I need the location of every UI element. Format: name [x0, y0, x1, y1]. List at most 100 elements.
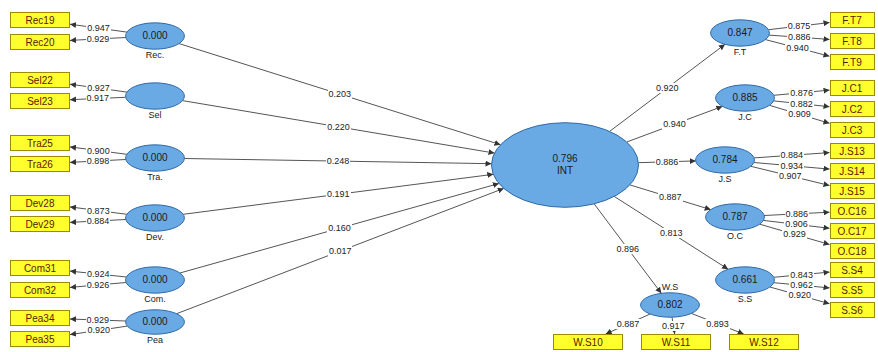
- ellipse-content: 0.802: [640, 292, 700, 318]
- indicator-name: Tra25: [27, 138, 53, 149]
- ellipse-shape: [126, 267, 185, 293]
- path-coefficient: 0.160: [327, 223, 352, 233]
- loading-value: 0.929: [86, 315, 111, 325]
- construct-name: S.S: [738, 294, 753, 304]
- construct-name: Com.: [144, 294, 166, 304]
- path-coefficient: 0.886: [655, 157, 680, 167]
- ellipse-content: 0.847: [710, 19, 770, 47]
- ellipse-shape: [641, 293, 700, 317]
- indicator-box: J.C3: [830, 122, 875, 138]
- loading-value: 0.940: [785, 43, 810, 53]
- indicator-box: O.C17: [830, 223, 875, 239]
- r-squared-value: 0.000: [142, 30, 167, 42]
- construct-name: Tra.: [147, 172, 163, 182]
- construct-ellipse: 0.796INT: [490, 120, 640, 210]
- ellipse-content: 0.000: [125, 204, 185, 232]
- indicator-box: Dev28: [10, 195, 70, 211]
- loading-value: 0.884: [780, 150, 805, 160]
- ellipse-content: [125, 82, 185, 110]
- indicator-box: Com32: [10, 282, 70, 298]
- r-squared-value: 0.000: [142, 274, 167, 286]
- path-coefficient: 0.220: [326, 122, 351, 132]
- construct-name: W.S: [662, 282, 679, 292]
- path-arrow: [610, 44, 725, 131]
- loading-value: 0.875: [787, 21, 812, 31]
- ellipse-content: 0.885: [715, 84, 775, 112]
- r-squared-value: 0.661: [732, 274, 757, 286]
- indicator-name: J.C1: [842, 83, 863, 94]
- indicator-name: J.S14: [839, 166, 865, 177]
- construct-name: O.C: [727, 231, 743, 241]
- path-coefficient: 0.813: [659, 228, 684, 238]
- r-squared-value: 0.885: [732, 92, 757, 104]
- indicator-name: S.S6: [841, 305, 863, 316]
- loading-value: 0.843: [789, 270, 814, 280]
- indicator-box: Tra26: [10, 156, 70, 172]
- indicator-box: F.T9: [830, 54, 875, 70]
- indicator-box: F.T8: [830, 33, 875, 49]
- indicator-name: Sel22: [27, 75, 53, 86]
- r-squared-value: 0.000: [142, 316, 167, 328]
- indicator-name: F.T9: [842, 57, 861, 68]
- loading-value: 0.920: [86, 325, 111, 335]
- construct-ellipse: 0.802W.S: [640, 292, 700, 318]
- path-arrow: [180, 184, 499, 274]
- indicator-name: Pea34: [26, 313, 55, 324]
- indicator-box: Sel22: [10, 72, 70, 88]
- construct-ellipse: Sel: [125, 82, 185, 110]
- loading-value: 0.929: [782, 229, 807, 239]
- path-arrow: [606, 314, 650, 334]
- indicator-name: Pea35: [26, 334, 55, 345]
- construct-ellipse: 0.847F.T: [710, 19, 770, 47]
- ellipse-shape: [126, 83, 185, 109]
- construct-ellipse: 0.787O.C: [705, 203, 765, 231]
- construct-ellipse: 0.661S.S: [715, 266, 775, 294]
- construct-name: INT: [557, 165, 573, 177]
- construct-name: F.T: [734, 47, 747, 57]
- loading-value: 0.886: [787, 32, 812, 42]
- ellipse-content: 0.000: [125, 144, 185, 172]
- path-arrow: [691, 313, 743, 334]
- r-squared-value: 0.802: [657, 299, 682, 311]
- construct-name: Rec.: [146, 50, 165, 60]
- indicator-box: J.C1: [830, 80, 875, 96]
- ellipse-content: 0.796INT: [490, 120, 640, 210]
- loading-value: 0.917: [86, 93, 111, 103]
- indicator-box: J.S13: [830, 143, 875, 159]
- path-coefficient: 0.248: [326, 156, 351, 166]
- loading-value: 0.920: [787, 290, 812, 300]
- construct-ellipse: 0.784J.S: [695, 146, 755, 174]
- indicator-name: F.T8: [842, 36, 861, 47]
- loading-value: 0.926: [86, 280, 111, 290]
- ellipse-shape: [716, 267, 775, 293]
- indicator-name: J.S13: [839, 146, 865, 157]
- construct-name: Pea: [147, 335, 163, 345]
- indicator-box: J.S15: [830, 183, 875, 199]
- loading-value: 0.893: [705, 319, 730, 329]
- indicator-name: Com32: [24, 285, 56, 296]
- indicator-box: O.C18: [830, 243, 875, 259]
- construct-ellipse: 0.000Com.: [125, 266, 185, 294]
- ellipse-shape: [706, 204, 765, 230]
- indicator-name: S.S4: [841, 265, 863, 276]
- loading-value: 0.882: [789, 99, 814, 109]
- loading-value: 0.962: [789, 280, 814, 290]
- construct-ellipse: 0.000Dev.: [125, 204, 185, 232]
- indicator-name: W.S10: [573, 337, 602, 348]
- loading-value: 0.887: [616, 319, 641, 329]
- ellipse-shape: [126, 310, 185, 334]
- ellipse-content: 0.000: [125, 266, 185, 294]
- indicator-name: J.C2: [842, 104, 863, 115]
- indicator-box: S.S5: [830, 282, 875, 298]
- loading-value: 0.900: [86, 146, 111, 156]
- indicator-box: W.S12: [729, 334, 799, 350]
- loading-value: 0.909: [787, 109, 812, 119]
- indicator-box: Com31: [10, 260, 70, 276]
- indicator-name: J.S15: [839, 186, 865, 197]
- loading-value: 0.917: [661, 321, 686, 331]
- ellipse-shape: [492, 123, 639, 208]
- path-coefficient: 0.940: [662, 119, 687, 129]
- indicator-box: W.S11: [641, 334, 711, 350]
- ellipse-content: 0.661: [715, 266, 775, 294]
